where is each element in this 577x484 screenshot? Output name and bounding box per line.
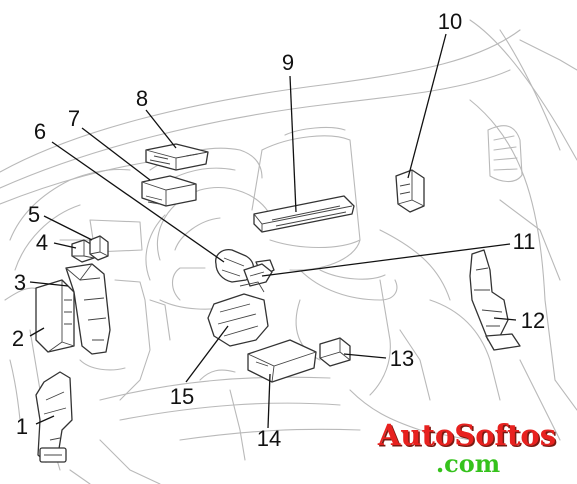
watermark-line1: AutoSoftos xyxy=(377,418,556,452)
leader-3 xyxy=(29,281,69,287)
component-5 xyxy=(89,235,109,261)
component-3-bracket xyxy=(65,263,111,355)
leader-5 xyxy=(43,215,93,241)
component-15 xyxy=(207,281,269,347)
callout-3: 3 xyxy=(14,270,26,295)
leader-6 xyxy=(51,141,225,263)
leader-15 xyxy=(185,325,229,383)
leader-14 xyxy=(267,373,271,429)
component-14 xyxy=(247,339,317,383)
callout-10: 10 xyxy=(438,9,462,34)
callout-7: 7 xyxy=(68,106,80,131)
component-10 xyxy=(395,169,425,213)
callout-numbers: 1 2 3 4 5 6 7 8 9 10 11 12 13 14 15 xyxy=(12,9,545,451)
leader-2 xyxy=(29,327,45,337)
callout-15: 15 xyxy=(170,384,194,409)
watermark: AutoSoftos AutoSoftos .com xyxy=(377,418,558,478)
component-12 xyxy=(469,249,521,351)
component-2-ecu xyxy=(35,279,75,353)
component-1 xyxy=(35,371,73,463)
callout-14: 14 xyxy=(257,426,281,451)
callout-6: 6 xyxy=(34,119,46,144)
callout-8: 8 xyxy=(136,86,148,111)
callout-12: 12 xyxy=(521,308,545,333)
callout-13: 13 xyxy=(390,346,414,371)
callout-1: 1 xyxy=(16,414,28,439)
callout-4: 4 xyxy=(36,230,48,255)
component-4 xyxy=(71,239,95,263)
callout-11: 11 xyxy=(513,229,536,254)
component-9 xyxy=(253,195,355,233)
component-7 xyxy=(141,175,197,207)
leader-10 xyxy=(407,33,447,179)
callout-9: 9 xyxy=(282,50,294,75)
callout-5: 5 xyxy=(28,202,40,227)
leader-7 xyxy=(81,127,151,181)
watermark-shadow-line1: AutoSoftos xyxy=(378,420,557,454)
leader-8 xyxy=(145,109,177,149)
component-11 xyxy=(243,263,273,287)
leader-12 xyxy=(493,317,517,321)
component-13 xyxy=(319,337,351,367)
leader-9 xyxy=(289,75,297,213)
leader-13 xyxy=(343,353,387,359)
leader-11 xyxy=(261,243,511,277)
callout-2: 2 xyxy=(12,326,24,351)
watermark-line2: .com xyxy=(436,449,500,478)
leader-4 xyxy=(53,242,77,249)
leader-1 xyxy=(35,415,55,425)
component-8 xyxy=(145,143,209,171)
leader-lines xyxy=(29,33,517,429)
